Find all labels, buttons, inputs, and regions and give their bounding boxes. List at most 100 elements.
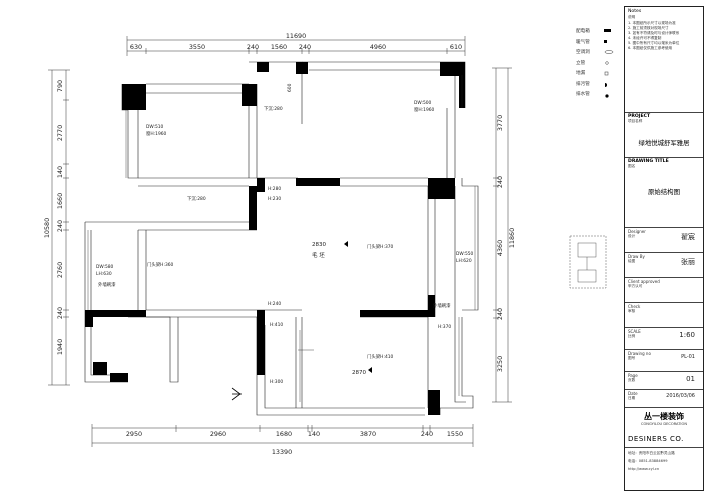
legend-item-ac-hole: 空调洞	[576, 50, 590, 55]
legend-item-floor-drain: 地漏	[576, 71, 586, 76]
dim-bottom-6: 240	[421, 430, 433, 438]
dim-bottom-7: 1550	[447, 430, 463, 438]
designers-label: DESINERS CO.	[628, 435, 684, 443]
date-value: 2016/03/06	[666, 393, 695, 399]
dim-top-1: 630	[130, 43, 142, 51]
left-dimensions	[48, 69, 70, 386]
title-block: Notes 说明 1. 本图纸所示尺寸以现场为准 2. 施工前须核对现场尺寸 3…	[624, 6, 704, 491]
north-arrow-icon	[231, 387, 242, 401]
label-door-beam-370: 门头梁H:370	[367, 243, 394, 250]
designer-label: Designer	[628, 229, 646, 234]
page-value: 01	[686, 375, 695, 383]
company-en: CONGYILOU DECORATION	[640, 422, 688, 426]
designer-name: 翟宸	[681, 233, 695, 241]
scale-sub: 比例	[628, 334, 636, 338]
label-dw-510: DW:510	[146, 124, 164, 130]
drawing-no-label: Drawing no	[628, 351, 651, 356]
dim-total-left: 10580	[43, 218, 51, 238]
notes-line-5: 5. 图中所有尺寸均以毫米为单位	[628, 41, 680, 45]
dim-left-8: 1940	[56, 339, 64, 355]
dim-top-3: 240	[247, 43, 259, 51]
dim-right-1: 3770	[496, 115, 504, 131]
project-sub: 项目名称	[628, 119, 643, 123]
dim-right-4: 240	[496, 308, 504, 320]
scale-value: 1:60	[679, 331, 695, 339]
notes-line-2: 2. 施工前须核对现场尺寸	[628, 26, 669, 30]
structural-columns	[85, 62, 465, 415]
legend-item-distribution-box: 配电箱	[576, 29, 590, 34]
label-h300: H:300	[270, 379, 283, 385]
scale-label: SCALE	[628, 329, 641, 334]
company-phone: 电话：0851-83884699	[628, 459, 668, 463]
legend: 配电箱 暖气管 空调洞 立管 地漏 排污管 排水管	[576, 28, 622, 102]
check-label: Check	[628, 304, 641, 309]
label-h370: H:370	[438, 324, 451, 330]
project-name: 绿地悦城舒军雅居	[638, 139, 690, 147]
label-dw-500: DW:500	[414, 100, 432, 106]
dim-total-top: 11690	[286, 32, 306, 40]
label-dw-550: DW:550	[456, 251, 474, 257]
company-logo: 丛一楼装饰	[628, 411, 700, 422]
dim-bottom-2: 2960	[210, 430, 226, 438]
legend-item-heating-pipe: 暖气管	[576, 39, 590, 45]
label-door-beam-410: 门头梁H:410	[367, 353, 394, 360]
label-drop-280-a: 下沉:280	[264, 105, 283, 112]
dim-top-5: 240	[299, 43, 311, 51]
dim-left-3: 140	[56, 166, 64, 178]
check-sub: 审核	[628, 309, 636, 313]
label-lh-630: LH:630	[96, 271, 112, 277]
dim-top-7: 610	[450, 43, 462, 51]
label-600: 600	[287, 83, 293, 92]
label-rough-2870: 2870	[352, 370, 366, 376]
company-web: http://www.cyl.cn	[628, 467, 660, 471]
dim-left-5: 240	[56, 220, 64, 232]
dim-right-5: 3250	[496, 356, 504, 372]
notes-title: Notes	[628, 9, 642, 14]
project-label: PROJECT	[628, 114, 651, 119]
date-label: Date	[628, 391, 638, 396]
detail-sketch	[569, 235, 607, 289]
dim-top-4: 1560	[271, 43, 287, 51]
elevation-markers	[344, 241, 372, 373]
dim-left-6: 2760	[56, 262, 64, 278]
dim-top-2: 3550	[189, 43, 205, 51]
label-dw-580: DW:580	[96, 264, 114, 270]
drawing-title: 原始结构图	[648, 188, 680, 196]
bottom-dimensions	[91, 424, 474, 447]
dim-left-7: 240	[56, 307, 64, 319]
label-dh-1960-b: 窗H:1960	[414, 106, 435, 113]
drawing-no-sub: 图号	[628, 356, 636, 360]
drawn-name: 张丽	[681, 258, 695, 266]
notes-subtitle: 说明	[628, 15, 636, 19]
label-h410: H:410	[270, 322, 283, 328]
label-h280: H:280	[268, 186, 281, 192]
dim-right-3: 4360	[496, 240, 504, 256]
dim-bottom-4: 140	[308, 430, 320, 438]
drawing-no-value: PL-01	[681, 354, 695, 360]
dim-left-2: 2770	[56, 125, 64, 141]
label-h230: H:230	[268, 196, 281, 202]
legend-item-drain-pipe: 排水管	[576, 92, 590, 97]
dim-bottom-1: 2950	[126, 430, 142, 438]
dim-left-4: 1660	[56, 193, 64, 209]
designer-sub: 设计	[628, 234, 636, 238]
wall-outlines	[84, 61, 479, 416]
label-ext-wall-1: 外墙刷漆	[98, 281, 116, 288]
label-door-beam-360: 门头梁H:360	[147, 261, 174, 268]
page-label: Page	[628, 373, 638, 378]
label-lh-620: LH:620	[456, 258, 472, 264]
drawn-label: Draw By	[628, 254, 645, 259]
windows	[87, 75, 476, 402]
label-drop-280-b: 下沉:280	[187, 195, 206, 202]
page-sub: 页数	[628, 378, 636, 382]
dim-bottom-5: 3870	[360, 430, 376, 438]
dim-top-6: 4960	[370, 43, 386, 51]
company-name: 丛一楼装饰	[644, 412, 684, 421]
dim-left-1: 790	[56, 80, 64, 92]
date-sub: 日期	[628, 396, 636, 400]
legend-symbols	[604, 29, 614, 98]
client-label: Client approved	[628, 279, 660, 284]
dim-right-2: 240	[496, 176, 504, 188]
